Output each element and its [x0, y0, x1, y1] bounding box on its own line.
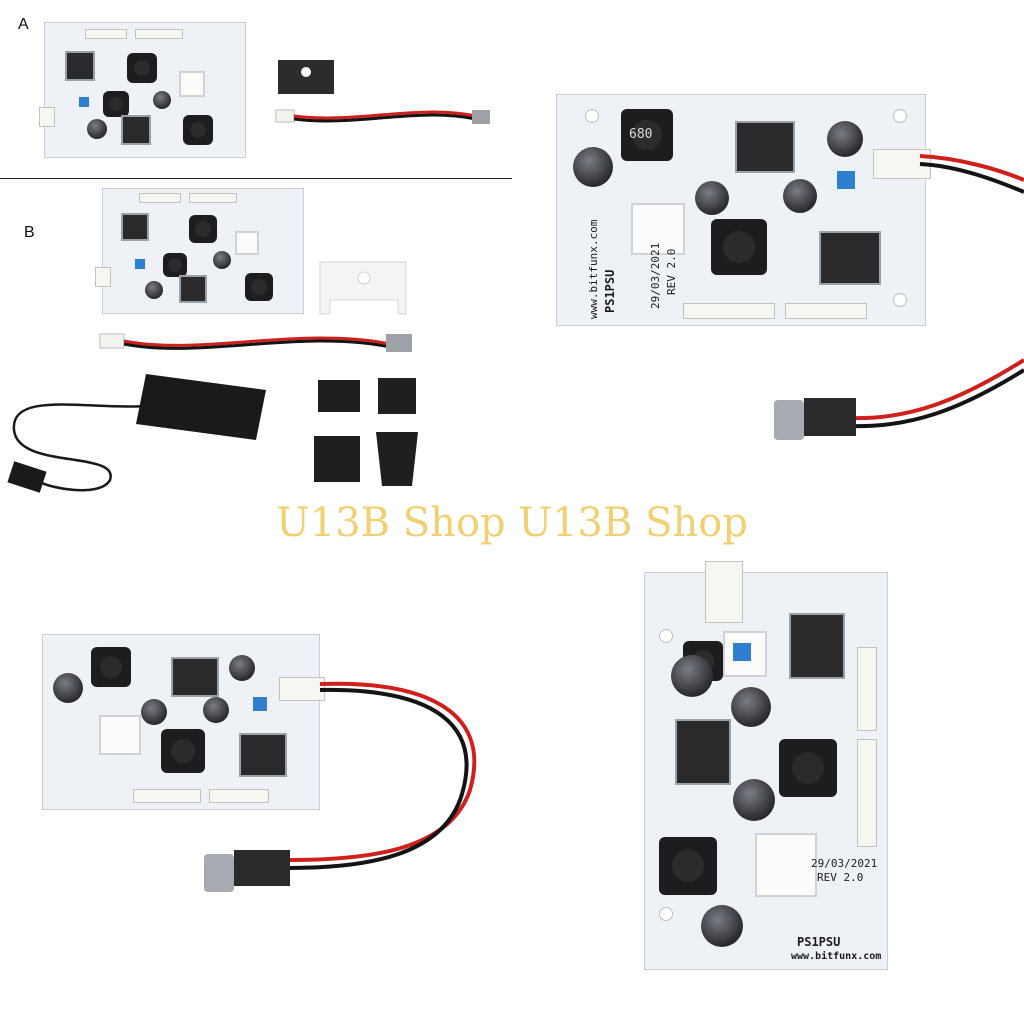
pcb-board-bottom-left: [42, 634, 325, 810]
power-cable-bottom-left: [204, 681, 477, 892]
board-date-text: 29/03/2021: [649, 242, 662, 309]
board-date-text-2: 29/03/2021: [811, 857, 878, 870]
mounting-bracket-black: [278, 60, 334, 94]
watermark-text: U13B Shop U13B Shop: [276, 500, 748, 546]
power-adapter: [7, 374, 266, 493]
inductor-marking: 680: [629, 127, 653, 142]
board-revision-text-2: REV 2.0: [817, 871, 864, 884]
board-url-text-2: www.bitfunx.com: [791, 951, 882, 962]
plug-adapters: [314, 378, 418, 486]
pcb-board-b: [95, 188, 304, 314]
pcb-board-large-top: 680 www.bitfunx.com PS1PSU 29/03/2021 RE…: [556, 94, 931, 326]
power-cable-a: [275, 109, 490, 124]
board-brand-text-2: PS1PSU: [797, 935, 841, 949]
power-cable-b: [99, 333, 412, 352]
panel-divider: [0, 178, 512, 179]
mounting-bracket-white: [319, 261, 407, 315]
board-brand-text: PS1PSU: [603, 269, 617, 313]
power-cable-top-right: [774, 154, 1024, 440]
board-revision-text: REV 2.0: [665, 248, 678, 295]
panel-label-a: A: [18, 16, 29, 33]
pcb-board-a: [39, 22, 246, 158]
panel-label-b: B: [24, 224, 35, 241]
pcb-board-bottom-right: 29/03/2021 REV 2.0 PS1PSU www.bitfunx.co…: [644, 561, 888, 970]
board-url-text: www.bitfunx.com: [587, 219, 600, 319]
